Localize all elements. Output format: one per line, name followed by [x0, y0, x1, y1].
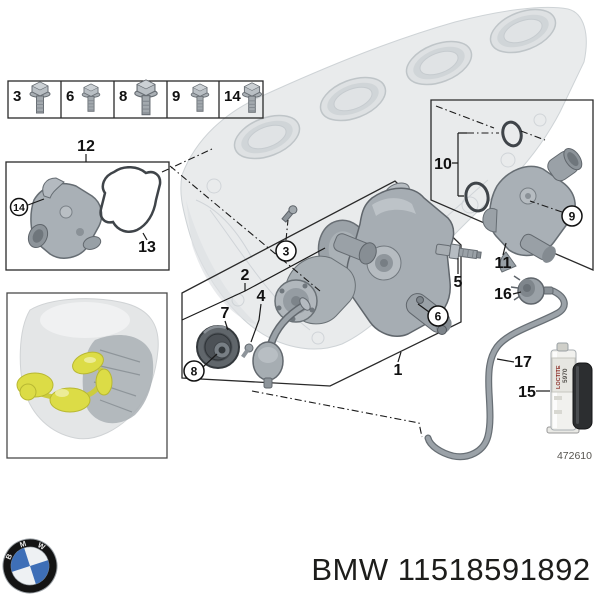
pump-bolt [281, 205, 298, 223]
callout-3-circled[interactable]: 3 [275, 240, 297, 262]
logo-letter-b: B [4, 552, 15, 561]
fastener-ref: 6 [66, 88, 74, 105]
callout-10[interactable]: 10 [434, 156, 452, 173]
fastener-ref: 14 [224, 88, 241, 105]
hose-fitting [435, 243, 482, 260]
drawing-number: 472610 [557, 450, 592, 462]
callout-5[interactable]: 5 [454, 274, 463, 291]
o-ring-lower [464, 181, 490, 213]
thermostat-module-box [5, 161, 170, 271]
vent-hose [424, 287, 568, 461]
callout-1[interactable]: 1 [394, 362, 403, 379]
callout-16[interactable]: 16 [494, 286, 512, 303]
callout-13[interactable]: 13 [138, 239, 156, 256]
coolant-pump [274, 233, 377, 325]
inset-photo [6, 292, 168, 459]
callout-14-circled[interactable]: 14 [9, 197, 29, 217]
coolant-flange [482, 147, 583, 273]
callout-15[interactable]: 15 [518, 384, 536, 401]
svg-text:14: 14 [13, 202, 25, 214]
callout-4[interactable]: 4 [257, 288, 266, 305]
bmw-logo: B M W [2, 538, 58, 594]
fastener-table: 3 6 8 9 14 [7, 79, 264, 119]
fastener-ref: 8 [119, 88, 127, 105]
o-ring-upper [501, 120, 523, 148]
callout-9-circled[interactable]: 9 [561, 205, 583, 227]
sealant-code-text: 5970 [562, 368, 569, 383]
logo-letter-m: M [19, 539, 28, 549]
pulley [196, 325, 240, 369]
svg-text:3: 3 [283, 245, 290, 259]
brand-part-number: BMW 11518591892 [311, 552, 590, 587]
temp-sensor [510, 275, 554, 305]
engine-block [180, 6, 587, 350]
svg-text:6: 6 [435, 310, 442, 324]
fastener-ref: 9 [172, 88, 180, 105]
fastener-cell-9[interactable]: 9 [172, 83, 210, 112]
fastener-cell-8[interactable]: 8 [119, 79, 158, 116]
thermostat-module [27, 177, 103, 259]
vent-valve [241, 297, 311, 389]
leader-lines [27, 105, 563, 438]
svg-text:8: 8 [191, 365, 198, 379]
callout-17[interactable]: 17 [514, 354, 532, 371]
sealant-tube: LOCTITE 5970 [546, 342, 593, 434]
sealant-brand-text: LOCTITE [556, 365, 562, 389]
fastener-cell-3[interactable]: 3 [13, 81, 51, 114]
callout-7[interactable]: 7 [221, 305, 230, 322]
fastener-cell-6[interactable]: 6 [66, 83, 101, 112]
callout-8-circled[interactable]: 8 [183, 360, 205, 382]
pump-group-outline [181, 180, 462, 387]
highlighted-parts [16, 351, 113, 413]
logo-letter-w: W [36, 540, 47, 552]
callout-12[interactable]: 12 [77, 138, 95, 155]
fastener-cell-14[interactable]: 14 [224, 82, 262, 113]
callout-6-circled[interactable]: 6 [427, 305, 449, 327]
svg-text:9: 9 [569, 210, 576, 224]
callout-11[interactable]: 11 [495, 255, 512, 272]
coolant-flange-box [430, 99, 594, 273]
profile-gasket [99, 166, 162, 233]
callout-2[interactable]: 2 [241, 267, 250, 284]
fastener-ref: 3 [13, 88, 21, 105]
callout-labels: 12 13 2 4 7 1 5 10 11 16 17 15 3 6 8 9 1… [9, 138, 583, 401]
cylinder-bores [233, 8, 557, 160]
